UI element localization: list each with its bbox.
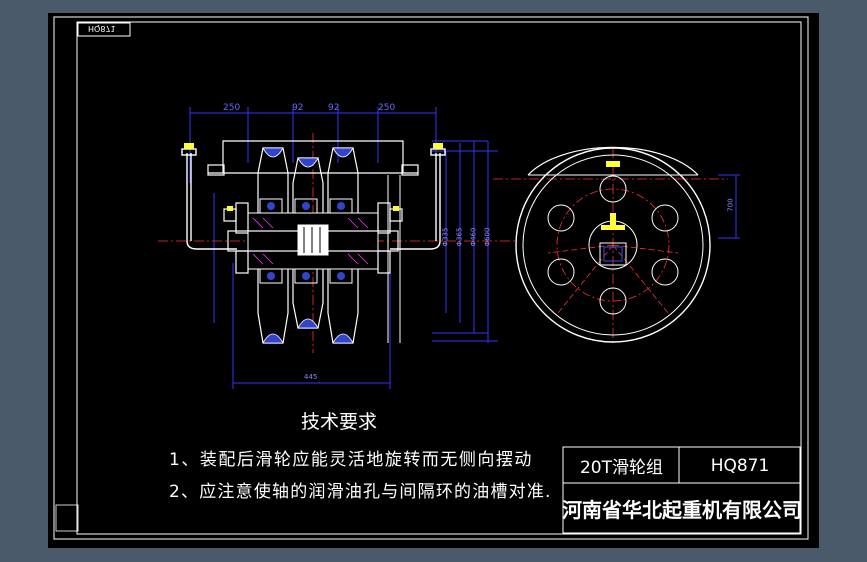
dim-side-height: 700 — [726, 198, 735, 212]
stamp-box — [77, 22, 131, 37]
side-view — [493, 146, 740, 343]
dim-v1: Φ335 — [441, 227, 450, 247]
drawing-number: HQ871 — [710, 455, 770, 476]
inner-border — [76, 21, 802, 535]
dim-v2: Φ365 — [455, 227, 464, 247]
dim-center-right: 92 — [328, 103, 340, 113]
dim-bottom-span: 445 — [304, 373, 318, 381]
dim-right-span: 250 — [378, 103, 396, 113]
front-view — [158, 107, 518, 389]
company-name: 河南省华北起重机有限公司 — [562, 498, 802, 522]
dim-center-left: 92 — [292, 103, 304, 113]
drawing-viewport[interactable]: HQ871 250 92 92 250 Φ335 Φ365 Φ460 Φ600 … — [48, 13, 819, 548]
small-stamp — [55, 504, 79, 532]
cad-drawing — [53, 16, 809, 540]
note-item-1: 1、装配后滑轮应能灵活地旋转而无侧向摆动 — [169, 450, 533, 470]
title-block-frame — [562, 446, 801, 534]
notes-title: 技术要求 — [301, 411, 378, 433]
outer-border — [53, 16, 809, 540]
stamp-code: HQ871 — [88, 24, 116, 33]
dim-left-span: 250 — [223, 103, 241, 113]
dim-v4: Φ600 — [483, 227, 492, 247]
part-name: 20T滑轮组 — [579, 458, 664, 478]
note-item-2: 2、应注意使轴的润滑油孔与间隔环的油槽对准. — [169, 482, 552, 502]
dim-v3: Φ460 — [469, 227, 478, 247]
